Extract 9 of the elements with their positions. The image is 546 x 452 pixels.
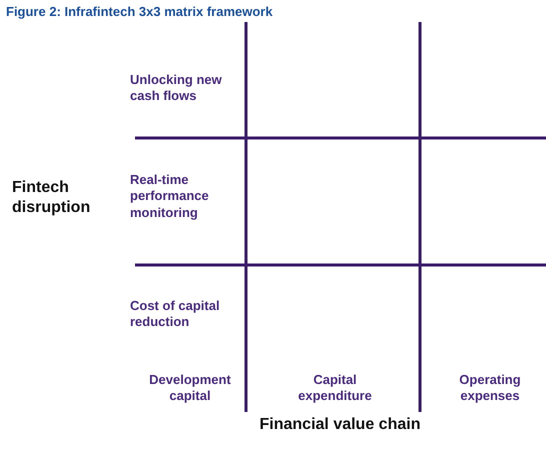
axis-title: Financial value chain: [258, 415, 422, 435]
axis-title: Fintech disruption: [12, 178, 92, 218]
column-label: Operating expenses: [458, 372, 522, 404]
row-label: Cost of capital reduction: [130, 298, 221, 330]
column-label: Development capital: [148, 372, 232, 404]
figure-title: Figure 2: Infrafintech 3x3 matrix framework: [6, 4, 273, 20]
column-label: Capital expenditure: [297, 372, 373, 404]
row-label: Unlocking new cash flows: [130, 72, 223, 104]
row-label: Real-time performance monitoring: [130, 172, 210, 221]
